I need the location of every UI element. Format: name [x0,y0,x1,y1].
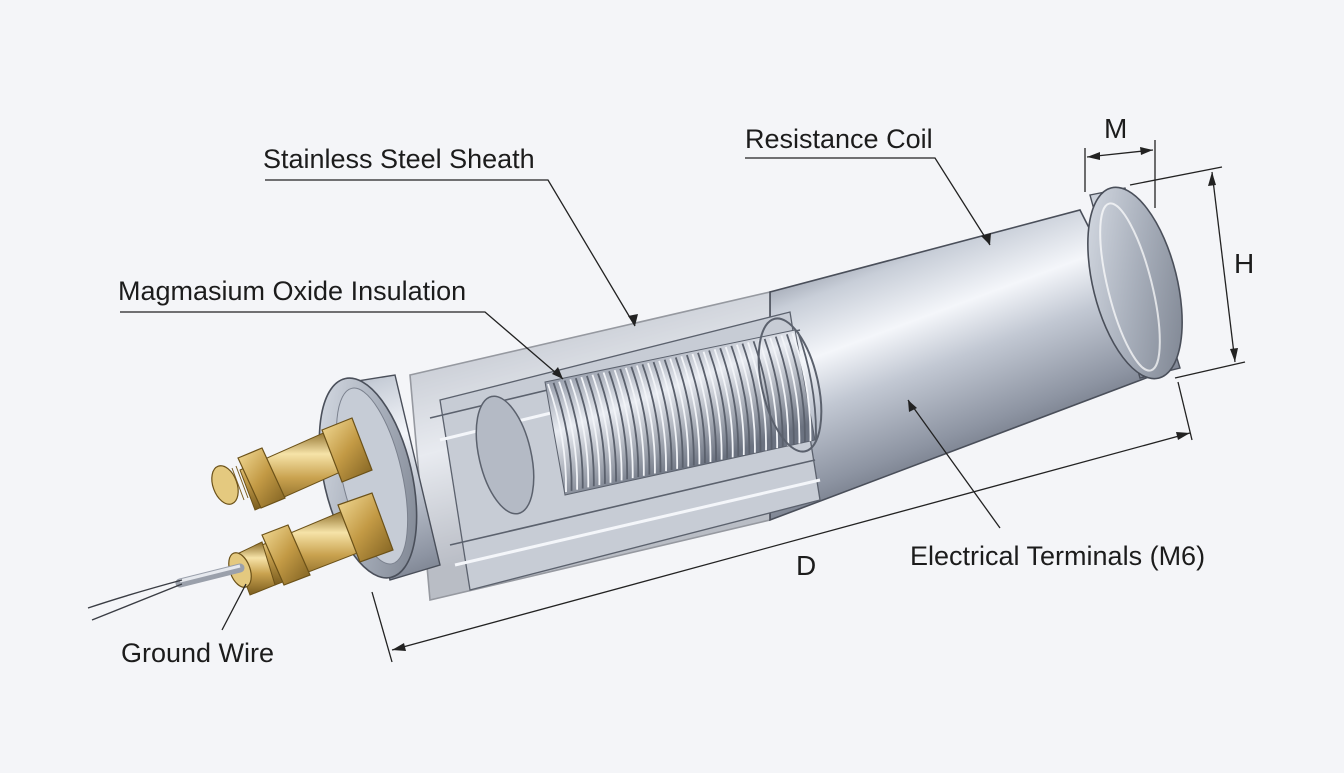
coil-winding [630,366,651,475]
coil-winding [797,331,817,441]
coil-winding [724,346,745,456]
coil-winding [791,332,812,442]
dimension-lines [371,140,1246,663]
coil-winding [758,339,779,449]
coil-winding [597,373,617,482]
coil-winding [624,367,645,476]
coil-winding [602,372,623,481]
leader-lines [120,157,1001,631]
coil-winding [552,382,573,491]
coil-winding [786,334,806,443]
coil-winding [658,360,679,469]
cutaway-interior [429,311,823,591]
coil-winding [586,375,606,484]
label-resistance-coil: Resistance Coil [745,124,933,154]
coil-winding [730,345,751,454]
coil-winding [574,377,595,487]
coil-winding [641,364,662,473]
coil-winding [774,336,795,445]
coil-winding [636,365,656,474]
coil-winding [763,338,784,447]
coil-winding [569,379,590,488]
coil-winding [608,370,629,480]
dimension-m-label: M [1104,113,1127,144]
coil-winding [736,344,756,453]
electrical-terminal-upper [211,417,373,511]
coil-winding [697,352,717,461]
label-ground-wire: Ground Wire [121,638,274,668]
coil-winding [713,349,734,458]
resistance-coil-windings [547,331,817,493]
coil-winding [619,368,640,477]
coil-winding [580,376,601,486]
label-electrical-terminals: Electrical Terminals (M6) [910,541,1205,571]
coil-winding [591,374,612,483]
coil-winding [547,383,567,493]
coil-winding [769,337,790,446]
coil-winding [747,342,767,451]
coil-winding [741,343,762,452]
coil-winding [674,357,695,466]
right-end-cap [1087,186,1183,380]
coil-winding [719,347,740,457]
coil-winding [613,369,634,479]
label-magnesium-oxide-insulation: Magmasium Oxide Insulation [118,276,466,306]
coil-winding [686,354,706,464]
label-stainless-steel-sheath: Stainless Steel Sheath [263,144,535,174]
coil-winding [563,380,584,489]
coil-winding [669,358,690,467]
dimension-h-label: H [1234,248,1254,279]
coil-winding [647,362,667,472]
coil-winding [663,359,684,468]
coil-winding [780,335,801,444]
coil-winding [708,350,729,459]
coil-winding [702,351,723,460]
electrical-terminal-lower [228,492,394,596]
coil-winding [558,381,579,490]
dimension-d-label: D [796,550,816,581]
coil-winding [752,340,773,450]
ground-wire [87,563,245,621]
coil-winding [680,355,701,465]
coil-winding [691,353,712,462]
coil-winding [652,361,673,471]
